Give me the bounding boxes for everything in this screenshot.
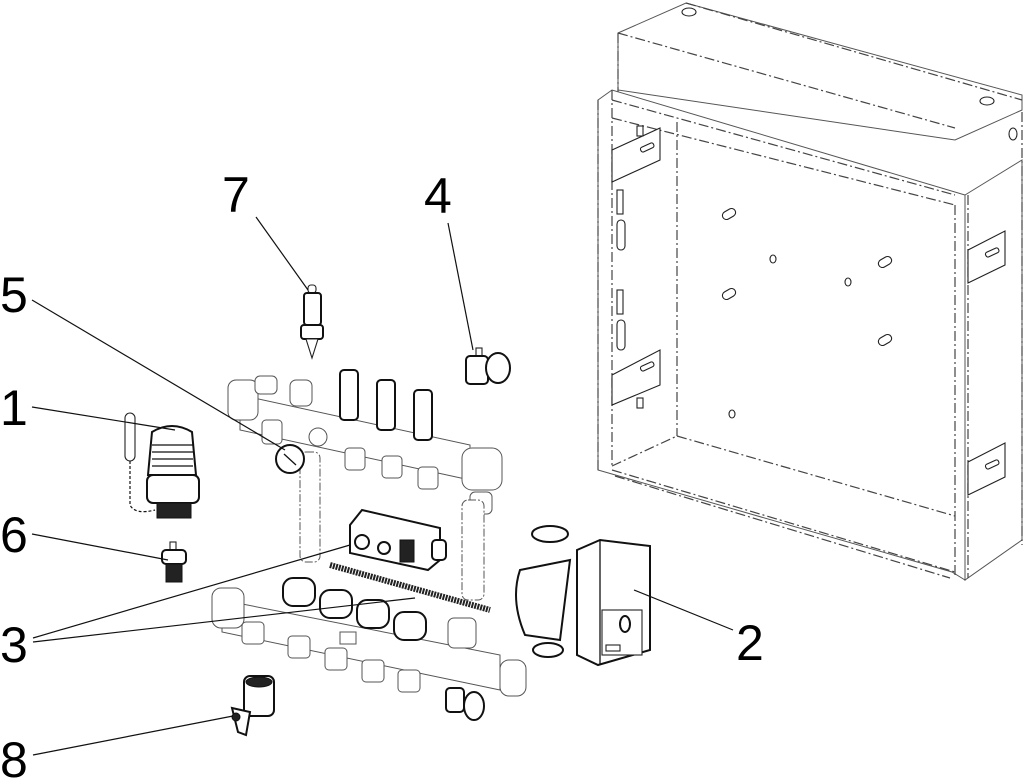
wall-cabinet xyxy=(597,2,1023,581)
circulation-pump xyxy=(515,525,651,667)
leader-7 xyxy=(255,216,309,291)
leader-8 xyxy=(32,715,234,756)
thermostatic-head xyxy=(124,412,200,519)
callout-4: 4 xyxy=(424,168,452,224)
ball-valve xyxy=(230,675,275,737)
flow-meters-installed xyxy=(339,369,433,441)
flow-meter xyxy=(300,284,324,360)
sensor-cable xyxy=(329,562,491,613)
leader-lines xyxy=(31,216,734,756)
callout-5: 5 xyxy=(0,267,28,323)
callout-7: 7 xyxy=(222,167,250,223)
leader-6 xyxy=(31,533,169,561)
callout-8: 8 xyxy=(0,732,28,781)
leader-3b xyxy=(32,597,416,643)
callout-3: 3 xyxy=(0,617,28,673)
callout-6: 6 xyxy=(0,507,28,563)
leader-2 xyxy=(633,589,734,631)
leader-5 xyxy=(31,299,286,451)
leader-4 xyxy=(447,222,474,351)
callout-1: 1 xyxy=(0,380,28,436)
leader-1 xyxy=(31,406,176,431)
flow-valve-caps xyxy=(282,577,427,641)
drain-valve xyxy=(465,347,511,385)
valve-insert xyxy=(161,541,187,583)
mounting-studs xyxy=(721,207,893,419)
drain-valve-lower xyxy=(445,687,485,721)
callout-2: 2 xyxy=(736,615,764,671)
manifold-assembly xyxy=(211,375,527,697)
leader-3a xyxy=(32,544,351,639)
thermometer xyxy=(275,444,305,474)
actuator xyxy=(349,508,447,572)
